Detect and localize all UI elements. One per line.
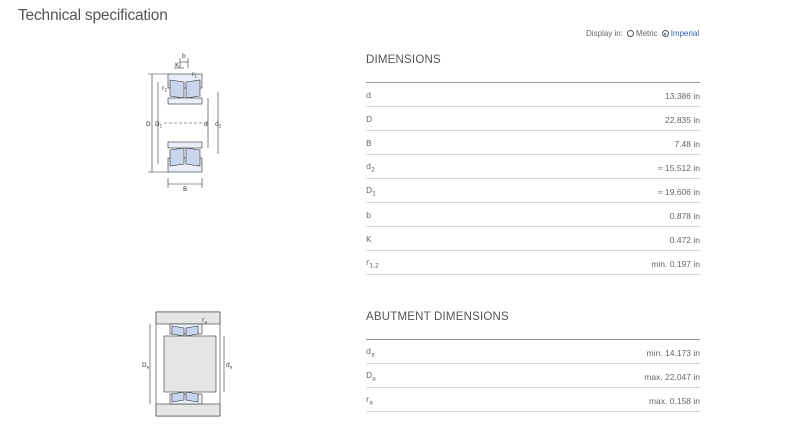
spec-symbol: da: [366, 347, 375, 359]
display-in-label: Display in:: [586, 29, 623, 38]
dim-d2-label: d2: [215, 121, 222, 129]
spec-value: ≈ 19.606 in: [657, 186, 700, 197]
spec-row: D 22.835 in: [366, 107, 700, 131]
spec-row: B 7.48 in: [366, 131, 700, 155]
spec-symbol-main: D: [366, 185, 373, 195]
bearing-cross-section-diagram: b K r1 r2 D D1 d d2 B: [146, 53, 222, 193]
metric-radio-icon[interactable]: [626, 30, 634, 37]
spec-row: Da max. 22.047 in: [366, 364, 700, 388]
imperial-radio-label[interactable]: Imperial: [670, 29, 700, 38]
spec-symbol-main: d: [366, 346, 372, 356]
dim-D-label: D: [146, 121, 151, 128]
spec-symbol: Da: [366, 371, 376, 383]
spec-value: min. 14.173 in: [646, 347, 700, 358]
dim-k-label: K: [175, 62, 180, 69]
spec-value: ≈ 15.512 in: [657, 162, 700, 173]
page-title: Technical specification: [18, 7, 168, 24]
spec-row: K 0.472 in: [366, 227, 700, 251]
spec-symbol: K: [366, 235, 371, 244]
spec-value: 0.472 in: [669, 234, 700, 245]
spec-value: max. 0.158 in: [648, 395, 700, 406]
spec-symbol-main: b: [366, 211, 372, 220]
spec-symbol-main: B: [366, 139, 372, 148]
abutment-dimensions-title: ABUTMENT DIMENSIONS: [366, 311, 509, 323]
dimensions-title: DIMENSIONS: [366, 54, 441, 66]
spec-symbol-subscript: a: [369, 399, 373, 407]
spec-symbol-main: d: [366, 161, 372, 171]
spec-row: D1 ≈ 19.606 in: [366, 179, 700, 203]
metric-radio-label[interactable]: Metric: [635, 29, 658, 38]
spec-value: 13.386 in: [665, 90, 700, 101]
spec-value: 0.878 in: [669, 210, 700, 221]
spec-row: ra max. 0.158 in: [366, 388, 700, 412]
spec-symbol: r1,2: [366, 258, 379, 270]
spec-symbol: D1: [366, 186, 376, 198]
dim-d-label: d: [204, 121, 208, 128]
dim-r2-label: r2: [162, 85, 167, 93]
spec-value: 22.835 in: [665, 114, 700, 125]
imperial-radio[interactable]: Imperial: [661, 29, 700, 38]
spec-symbol: B: [366, 139, 372, 148]
dim-B-label: B: [183, 186, 187, 193]
spec-symbol: d: [366, 91, 371, 100]
spec-symbol-main: r: [366, 394, 370, 404]
spec-row: d2 ≈ 15.512 in: [366, 155, 700, 179]
dim-b-label: b: [182, 53, 186, 60]
dim-D1-label: D1: [155, 121, 163, 129]
spec-row: d 13.386 in: [366, 83, 700, 107]
dim-r1-label: r1: [192, 71, 197, 79]
dim-ra-label: ra: [202, 317, 207, 325]
spec-symbol-main: D: [366, 115, 373, 124]
spec-symbol: d2: [366, 162, 375, 174]
dim-da-label: da: [226, 362, 233, 370]
spec-symbol-main: K: [366, 235, 372, 244]
spec-value: max. 22.047 in: [644, 371, 700, 382]
spec-symbol-main: D: [366, 370, 373, 380]
dim-Da-label: Da: [142, 362, 150, 370]
spec-symbol: D: [366, 115, 372, 124]
spec-value: min. 0.197 in: [651, 258, 700, 269]
spec-symbol: b: [366, 211, 371, 220]
spec-symbol-subscript: 2: [371, 166, 375, 174]
display-unit-toggle: Display in: Metric Imperial: [586, 29, 699, 38]
imperial-radio-icon[interactable]: [661, 30, 669, 37]
spec-symbol-main: r: [366, 257, 370, 267]
spec-symbol-subscript: a: [371, 351, 375, 359]
spec-row: r1,2 min. 0.197 in: [366, 251, 700, 275]
spec-symbol-subscript: 1,2: [369, 262, 379, 270]
spec-symbol: ra: [366, 395, 373, 407]
spec-value: 7.48 in: [674, 138, 700, 149]
spec-row: da min. 14.173 in: [366, 340, 700, 364]
abutment-diagram: Da da ra: [142, 311, 233, 417]
spec-symbol-subscript: a: [372, 375, 376, 383]
metric-radio[interactable]: Metric: [626, 29, 658, 38]
spec-symbol-main: d: [366, 91, 372, 100]
spec-row: b 0.878 in: [366, 203, 700, 227]
spec-symbol-subscript: 1: [372, 190, 376, 198]
